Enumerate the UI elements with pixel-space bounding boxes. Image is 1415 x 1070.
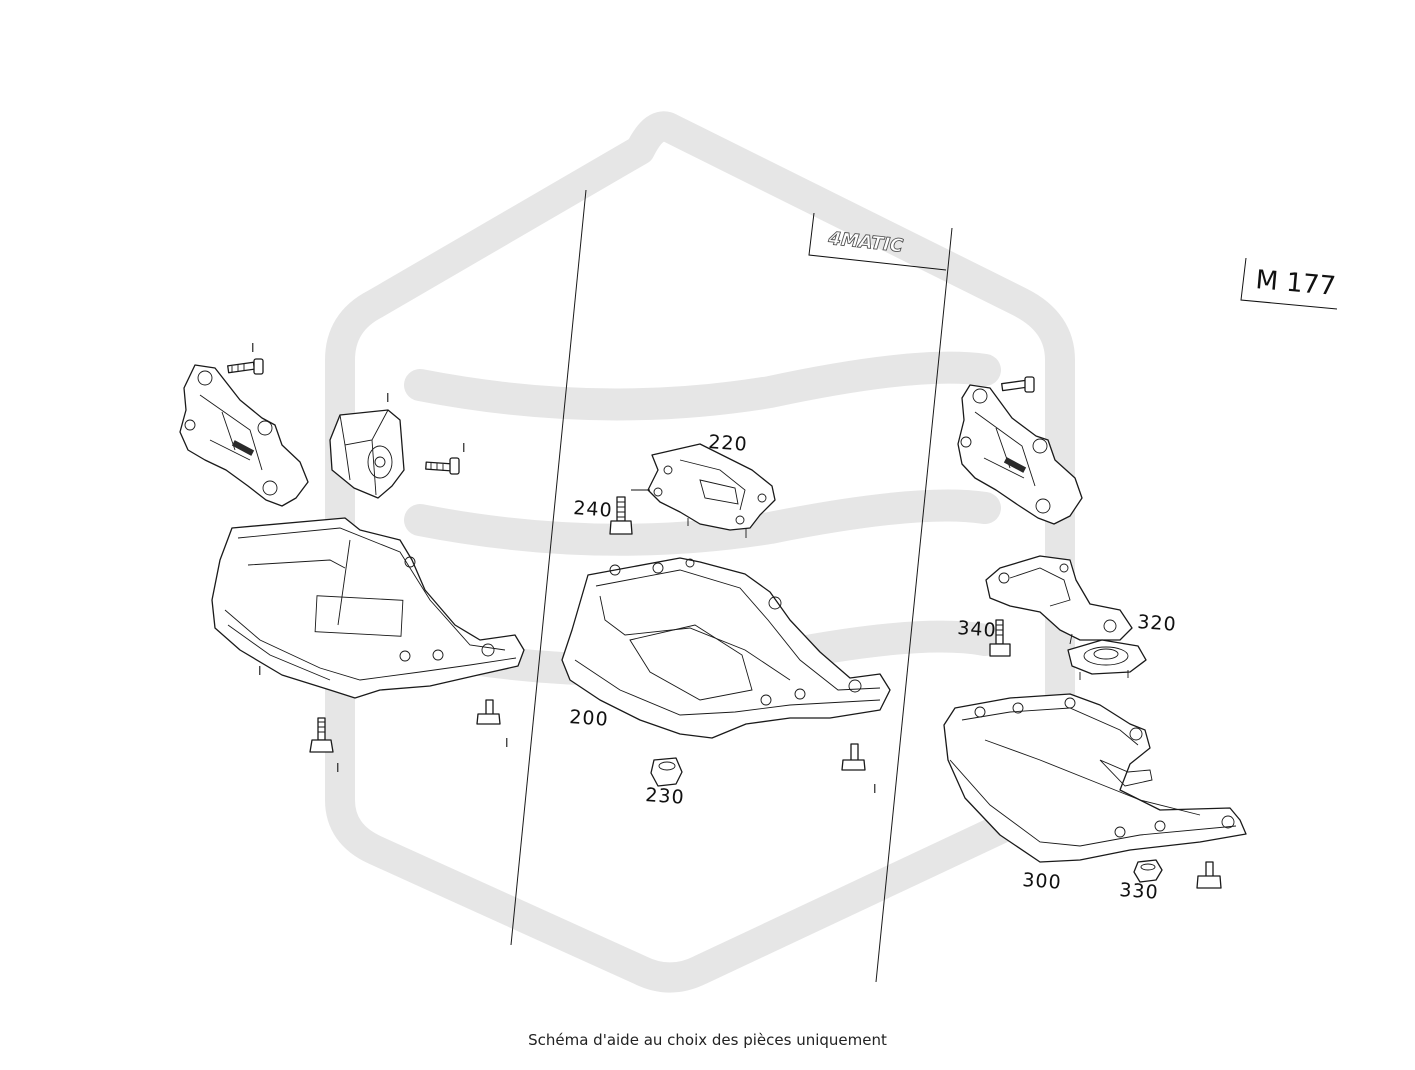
- left-mid-bolt: [425, 457, 460, 475]
- callout-330: 330: [1119, 879, 1160, 904]
- right-mount-bracket: [957, 384, 1083, 525]
- section-divider-right: [875, 227, 953, 983]
- callout-200: 200: [569, 706, 610, 731]
- nut-330: [1133, 859, 1163, 883]
- callout-320: 320: [1137, 611, 1178, 636]
- marker-left-stud-1: I: [336, 761, 340, 775]
- callout-220: 220: [708, 431, 749, 456]
- crossmember-300: [943, 693, 1247, 863]
- callout-240: 240: [573, 497, 614, 522]
- bolt-240: [609, 496, 633, 535]
- watermark-logo: [325, 111, 1075, 993]
- left-bottom-stud-2: [476, 699, 501, 725]
- marker-middle-stud: I: [873, 782, 877, 796]
- left-rubber-mount: [329, 409, 405, 499]
- marker-left-rubber: I: [386, 391, 390, 405]
- marker-left-bolt: I: [251, 341, 255, 355]
- bolt-340: [989, 619, 1011, 657]
- engine-code: M 177: [1240, 257, 1338, 310]
- crossmember-200: [561, 557, 891, 739]
- marker-left-stud-2: I: [505, 736, 509, 750]
- round-mount: [1067, 639, 1147, 680]
- diagram-caption: Schéma d'aide au choix des pièces unique…: [528, 1031, 887, 1049]
- engine-code-label: M 177: [1254, 265, 1337, 302]
- left-bottom-stud-1: [309, 717, 334, 753]
- middle-section: 220 240 200 230: [561, 431, 891, 809]
- middle-stud: [841, 743, 866, 771]
- section-divider-left: [510, 189, 587, 946]
- nut-230: [650, 757, 683, 787]
- marker-left-crossmember: I: [258, 664, 262, 678]
- bracket-320: [985, 555, 1133, 645]
- callout-300: 300: [1022, 869, 1063, 894]
- right-section: 320 340 300 330: [943, 376, 1247, 904]
- right-top-bolt: [1001, 376, 1035, 393]
- marker-left-mid-bolt: I: [462, 441, 466, 455]
- left-top-bolt: [227, 358, 264, 375]
- left-crossmember: [211, 517, 525, 699]
- mount-220: [647, 443, 776, 538]
- callout-230: 230: [645, 784, 686, 809]
- callout-340: 340: [957, 617, 998, 642]
- left-mount-bracket: [179, 364, 309, 507]
- left-section: I I I I: [179, 341, 525, 775]
- right-stud: [1196, 861, 1222, 889]
